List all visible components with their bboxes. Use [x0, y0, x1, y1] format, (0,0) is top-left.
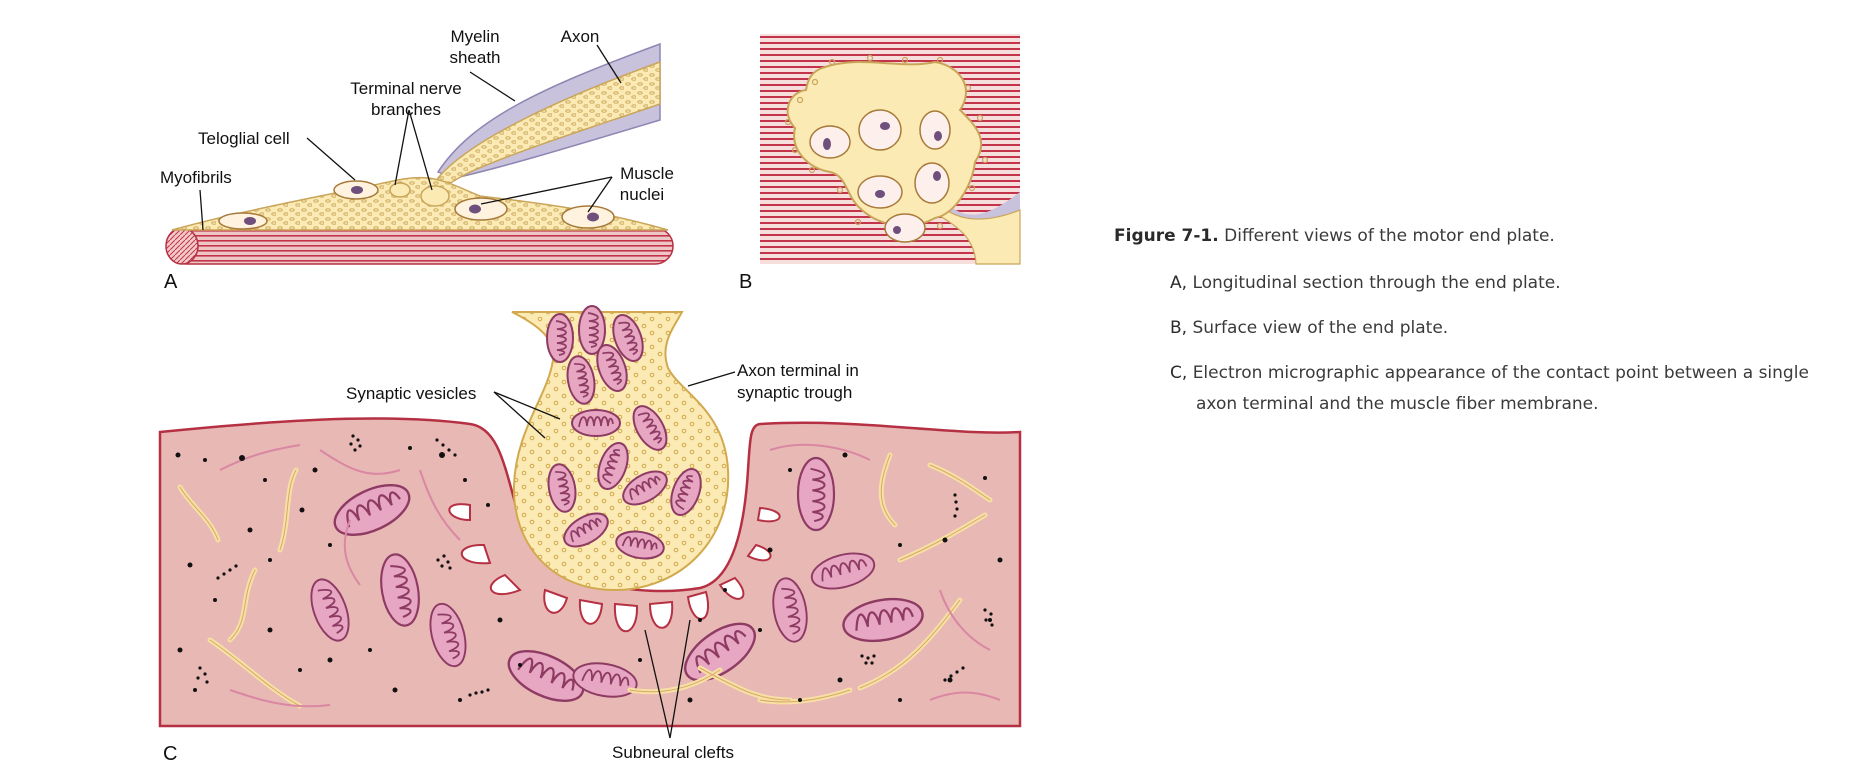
- granule-clusters: [196, 434, 994, 697]
- panel-c-diagram: Synaptic vesicles Axon terminal in synap…: [158, 305, 1022, 765]
- caption-item-a: A, Longitudinal section through the end …: [1170, 268, 1814, 299]
- panel-letter-c: C: [163, 743, 177, 765]
- label-subneural-clefts: Subneural clefts: [612, 743, 734, 762]
- caption-item-text: Longitudinal section through the end pla…: [1192, 273, 1561, 293]
- muscle-fiber: [167, 227, 674, 265]
- label-synaptic-vesicles: Synaptic vesicles: [346, 384, 476, 403]
- label-teloglial: Teloglial cell: [198, 129, 290, 148]
- terminal-branch-bulb: [420, 185, 450, 207]
- glycogen-granules: [175, 446, 1003, 703]
- end-plate-dots: [784, 54, 989, 236]
- label-terminal-line2: branches: [371, 100, 441, 119]
- muscle-nucleus: [218, 212, 268, 230]
- figure-caption: Figure 7-1. Different views of the motor…: [1114, 226, 1814, 434]
- label-terminal-line1: Terminal nerve: [350, 79, 462, 98]
- caption-item-b: B, Surface view of the end plate.: [1170, 313, 1814, 344]
- sarcoplasmic-reticulum-outline: [179, 454, 991, 707]
- label-muscle-line1: Muscle: [620, 164, 674, 183]
- caption-item-letter: B,: [1170, 318, 1188, 338]
- caption-item-text: Electron micrographic appearance of the …: [1192, 363, 1809, 414]
- label-myofibrils: Myofibrils: [160, 168, 232, 187]
- label-muscle-line2: nuclei: [620, 185, 664, 204]
- panel-a-diagram: Myelin sheath Axon Terminal nerve branch…: [160, 27, 674, 293]
- label-myelin-line1: Myelin: [450, 27, 499, 46]
- caption-item-c: C, Electron micrographic appearance of t…: [1170, 358, 1814, 420]
- myofibrils-cross-section: [165, 227, 199, 265]
- caption-item-text: Surface view of the end plate.: [1192, 318, 1449, 338]
- terminal-branch-bulb: [389, 182, 411, 198]
- label-myelin-line2: sheath: [449, 48, 500, 67]
- subneural-clefts: [448, 503, 781, 633]
- muscle-nucleus-core: [244, 217, 256, 225]
- panel-letter-b: B: [739, 271, 752, 293]
- panel-letter-a: A: [164, 271, 178, 293]
- panel-b-diagram: B: [739, 34, 1021, 293]
- label-axon: Axon: [561, 27, 600, 46]
- panel-c-leader-lines: [493, 371, 736, 739]
- caption-title-text: Different views of the motor end plate.: [1224, 226, 1555, 246]
- panel-a-leader-lines: [199, 44, 622, 231]
- label-axon-terminal-line1: Axon terminal in: [737, 361, 859, 380]
- muscle-nucleus-core: [587, 212, 599, 222]
- caption-item-letter: A,: [1170, 273, 1188, 293]
- myofilaments: [219, 443, 1001, 708]
- teloglial-nucleus: [351, 186, 363, 194]
- caption-item-letter: C,: [1170, 363, 1188, 383]
- nuclei-b: [809, 109, 951, 243]
- caption-title: Figure 7-1. Different views of the motor…: [1114, 226, 1814, 246]
- label-axon-terminal-line2: synaptic trough: [737, 383, 852, 402]
- muscle-nucleus-core: [469, 204, 481, 214]
- caption-figure-label: Figure 7-1.: [1114, 226, 1219, 246]
